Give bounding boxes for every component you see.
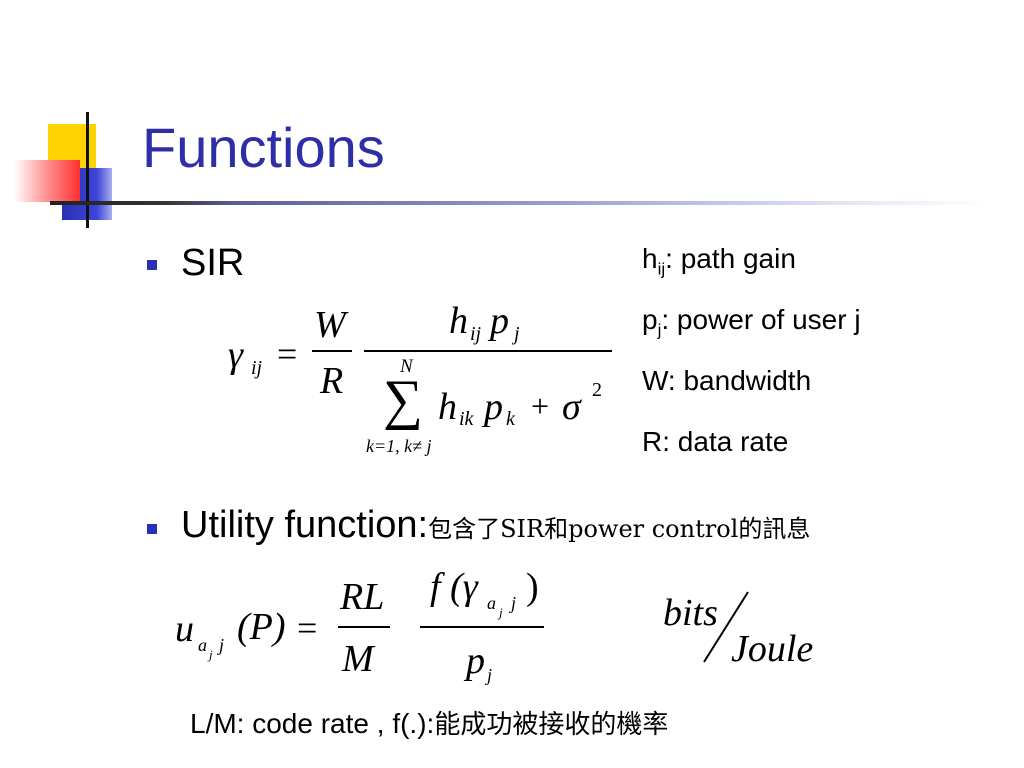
summation-sign: ∑ xyxy=(383,369,423,431)
bullet-marker-sir xyxy=(147,260,157,270)
symbol-definitions: hij: path gain pj: power of user j W: ba… xyxy=(642,242,861,486)
num-p-subscript: j xyxy=(514,323,520,345)
gamma-symbol: γ xyxy=(228,334,243,376)
unit-bits: bits xyxy=(663,592,718,634)
bullet-sir: SIR xyxy=(181,242,245,284)
utility-label: Utility function: xyxy=(181,504,429,546)
unit-joule: Joule xyxy=(731,628,814,670)
utility-u-subscript-2: j xyxy=(219,635,225,655)
footnote: L/M: code rate , f(.):能成功被接收的機率 xyxy=(190,704,668,741)
utility-equals: = xyxy=(297,608,318,648)
rate-symbol: R xyxy=(320,360,344,402)
efficiency-close-paren: ) xyxy=(526,566,539,608)
sigma-superscript: 2 xyxy=(592,379,602,401)
utility-u-subscript: a xyxy=(198,635,207,655)
utility-note: 包含了SIR和power control的訊息 xyxy=(428,515,811,543)
den-p-subscript: k xyxy=(506,408,515,430)
efficiency-function: f (γ xyxy=(430,566,478,608)
utility-u-subsubscript: j xyxy=(209,647,213,662)
fraction-bar-fp xyxy=(420,626,544,628)
efficiency-subscript-2: j xyxy=(511,593,517,613)
num-p: p xyxy=(490,300,509,342)
equals-sign: = xyxy=(277,334,298,374)
title-underline xyxy=(50,201,990,205)
footnote-cjk: 能成功被接收的機率 xyxy=(434,710,669,740)
unit-slash xyxy=(703,591,749,663)
plus-sign: + xyxy=(531,388,550,424)
sigma-symbol: σ xyxy=(562,386,581,428)
decor-red-square xyxy=(14,160,80,202)
utility-u: u xyxy=(175,608,194,650)
num-h: h xyxy=(449,300,468,342)
power-p-subscript: j xyxy=(487,665,493,685)
bandwidth-symbol: W xyxy=(314,304,346,346)
code-rate-denominator: M xyxy=(342,638,374,680)
efficiency-subscript: a xyxy=(487,593,496,613)
gamma-subscript: ij xyxy=(251,357,263,379)
definition-data-rate: R: data rate xyxy=(642,426,789,457)
definition-power: pj: power of user j xyxy=(642,304,861,340)
decor-vertical-line xyxy=(86,112,89,228)
utility-argument: (P) xyxy=(237,606,286,648)
den-h: h xyxy=(438,386,457,428)
efficiency-subsubscript: j xyxy=(499,605,503,620)
sum-upper-limit: N xyxy=(400,356,413,377)
den-h-subscript: ik xyxy=(459,408,474,430)
den-p: p xyxy=(484,386,503,428)
footnote-text: L/M: code rate , f(.): xyxy=(190,708,435,739)
bullet-utility: Utility function:包含了SIR和power control的訊息 xyxy=(181,506,810,544)
slide-title: Functions xyxy=(142,116,385,179)
fraction-bar-rlm xyxy=(338,626,390,628)
fraction-bar-sir xyxy=(364,350,612,352)
num-h-subscript: ij xyxy=(470,323,482,345)
fraction-bar-wr xyxy=(312,350,352,352)
definition-path-gain: hij: path gain xyxy=(642,243,796,279)
definition-bandwidth: W: bandwidth xyxy=(642,365,812,396)
code-rate-numerator: RL xyxy=(340,576,385,618)
power-p: p xyxy=(466,640,485,682)
bullet-marker-utility xyxy=(147,524,157,534)
sum-lower-limit: k=1, k≠ j xyxy=(366,436,432,456)
